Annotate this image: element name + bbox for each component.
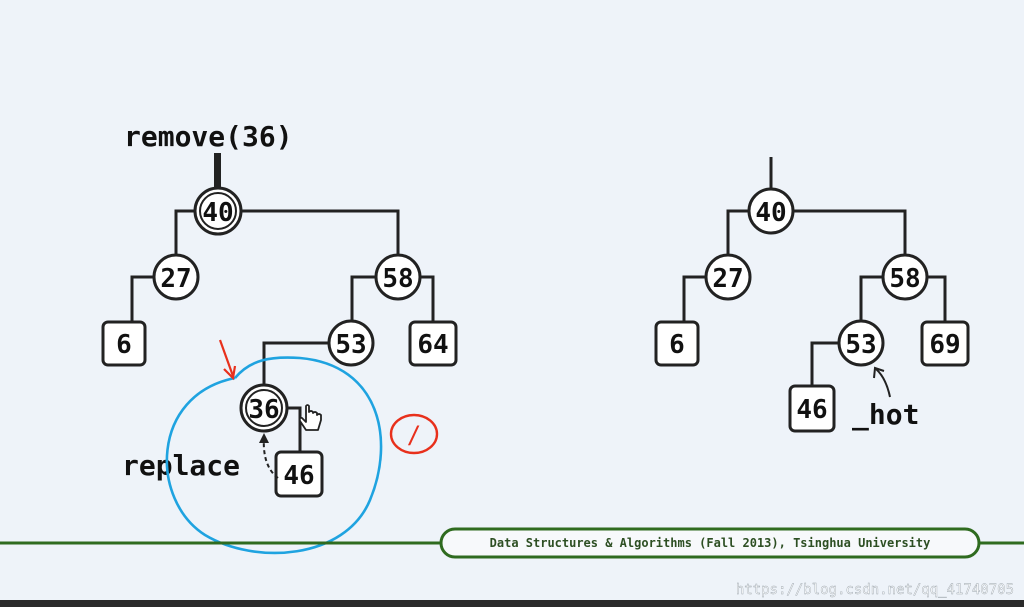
footer-banner [439, 527, 981, 559]
right-node-27: 27 [704, 253, 752, 301]
hot-arrow [875, 368, 891, 398]
right-node-40: 40 [747, 187, 795, 235]
hot-label: _hot [852, 398, 919, 431]
watermark: https://blog.csdn.net/qq_41740705 [736, 582, 1014, 598]
right-node-53: 53 [837, 319, 885, 367]
footer-text: Data Structures & Algorithms (Fall 2013)… [490, 536, 931, 550]
right-leaf-6-label: 6 [669, 330, 685, 360]
right-leaf-69-label: 69 [929, 330, 960, 360]
edge-40-58 [241, 209, 400, 255]
edge-58-53 [350, 275, 376, 322]
right-node-53-label: 53 [845, 330, 876, 360]
bottom-edge-strip [0, 600, 1024, 607]
left-tree-edges [130, 209, 435, 452]
red-mark-text: / [407, 421, 421, 449]
left-node-36: 36 [239, 383, 289, 433]
right-leaf-46-label: 46 [796, 395, 827, 425]
footer: Data Structures & Algorithms (Fall 2013)… [0, 527, 1024, 559]
right-node-40-label: 40 [755, 198, 786, 228]
annotations: / [165, 339, 439, 555]
left-leaf-64-label: 64 [417, 330, 448, 360]
right-leaf-6: 6 [654, 320, 700, 367]
edge-r-58-53 [859, 275, 883, 321]
operation-label: remove(36) [124, 120, 293, 153]
edge-53-36 [262, 341, 329, 386]
left-leaf-46: 46 [274, 450, 324, 498]
left-node-58: 58 [374, 253, 422, 301]
right-node-27-label: 27 [712, 264, 743, 294]
edge-58-64 [419, 275, 435, 322]
right-leaf-69: 69 [920, 320, 970, 367]
hot-arrow-head [873, 366, 885, 379]
hand-cursor-icon [298, 404, 322, 431]
left-node-27: 27 [152, 253, 200, 301]
left-tree: remove(36) 40 27 58 [101, 120, 458, 498]
edge-r-40-58 [793, 209, 907, 255]
left-node-40-label: 40 [202, 198, 233, 228]
edge-36-46 [286, 406, 302, 452]
left-node-40: 40 [193, 186, 243, 236]
edge-40-27 [174, 209, 196, 255]
replace-arrow-head [259, 433, 269, 443]
left-node-53-label: 53 [335, 330, 366, 360]
left-leaf-64: 64 [408, 320, 458, 367]
right-tree-edges [682, 157, 947, 386]
right-leaf-46: 46 [788, 384, 836, 433]
root-entry-edge [214, 153, 221, 188]
replace-label: replace [122, 449, 240, 482]
left-leaf-6-label: 6 [116, 330, 132, 360]
left-node-53: 53 [327, 319, 375, 367]
right-node-58: 58 [881, 253, 929, 301]
left-node-58-label: 58 [382, 264, 413, 294]
edge-r-58-69 [927, 275, 947, 322]
left-node-27-label: 27 [160, 264, 191, 294]
red-circled-mark: / [389, 413, 439, 455]
edge-r-53-46 [810, 341, 839, 386]
left-node-36-label: 36 [248, 395, 279, 425]
blue-circle-annotation [165, 356, 383, 555]
edge-r-40-27 [726, 209, 749, 255]
red-arrow-annotation [218, 339, 237, 381]
left-leaf-6: 6 [101, 320, 147, 367]
edge-27-6 [130, 275, 155, 322]
left-leaf-46-label: 46 [283, 461, 314, 491]
edge-r-27-6 [682, 275, 706, 322]
replace-arrow [262, 435, 279, 479]
right-node-58-label: 58 [889, 264, 920, 294]
right-tree: 40 27 58 6 53 69 46 _hot [654, 157, 970, 433]
